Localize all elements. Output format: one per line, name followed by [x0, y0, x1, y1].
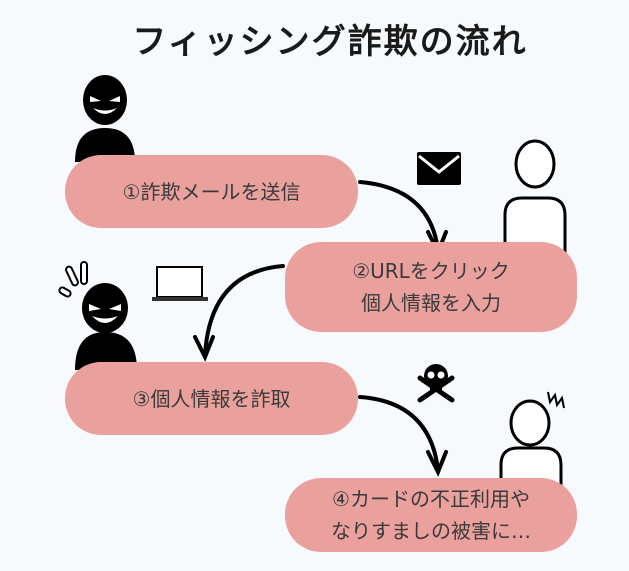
page-title: フィッシング詐欺の流れ	[132, 22, 528, 62]
step-4-line1: ④カードの不正利用や	[332, 487, 530, 511]
skull-crossbones-icon	[417, 364, 455, 403]
villain-alert-icon	[58, 261, 137, 370]
step-2-line1: ②URLをクリック	[352, 259, 510, 283]
step-3-box: ③個人情報を詐取	[65, 362, 358, 435]
step-4-line2: なりすましの被害に…	[331, 519, 531, 543]
step-4-box: ④カードの不正利用や なりすましの被害に…	[285, 478, 577, 552]
person-shocked-icon	[499, 391, 565, 485]
arrow-step3-to-step4	[358, 395, 448, 477]
step-2-box: ②URLをクリック 個人情報を入力	[285, 242, 577, 332]
step-1-box: ①詐欺メールを送信	[65, 155, 358, 228]
step-2-line2: 個人情報を入力	[361, 291, 501, 315]
arrow-step2-to-step3	[193, 264, 285, 362]
step-1-text: ①詐欺メールを送信	[122, 179, 301, 204]
laptop-icon	[152, 266, 208, 301]
step-3-text: ③個人情報を詐取	[132, 386, 291, 411]
mail-icon	[417, 152, 461, 185]
villain-icon	[75, 75, 135, 162]
